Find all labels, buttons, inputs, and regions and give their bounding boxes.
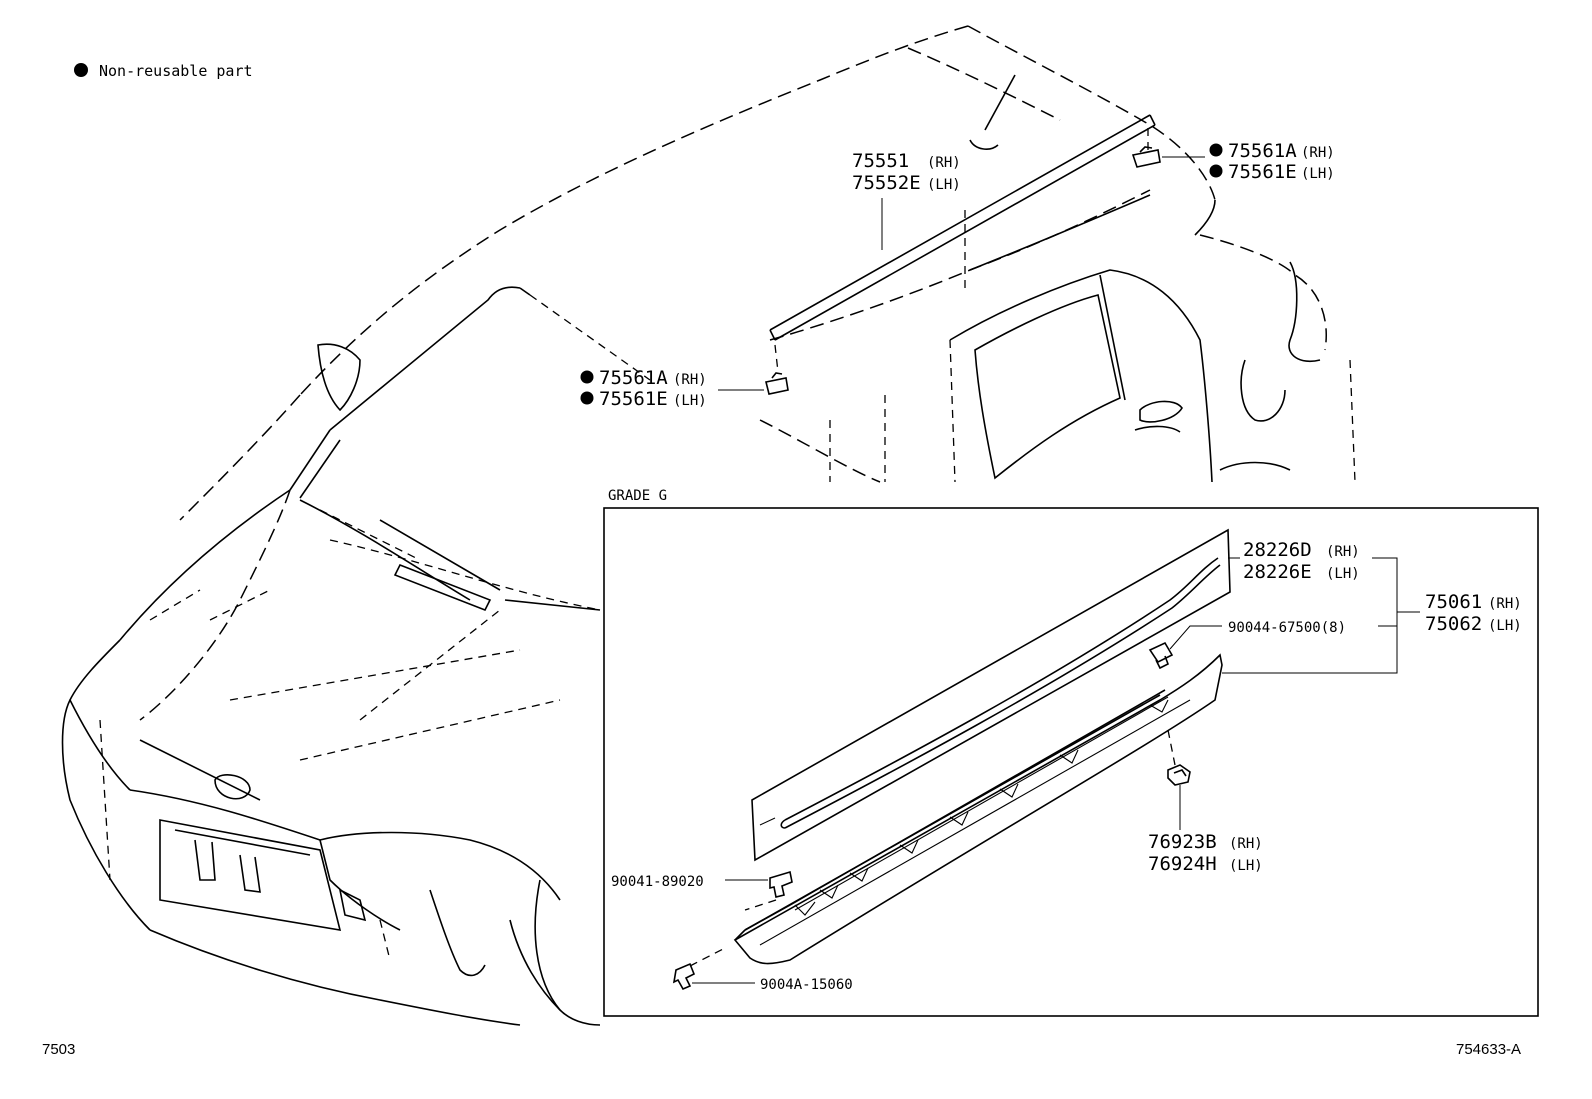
legend: Non-reusable part bbox=[74, 62, 253, 80]
rocker-molding-part bbox=[733, 653, 1223, 965]
non-reusable-bullet-icon bbox=[580, 370, 594, 384]
svg-text:(LH): (LH) bbox=[673, 393, 707, 409]
vehicle-outline bbox=[61, 25, 1356, 1026]
label-screw-front: 90041-89020 bbox=[611, 874, 704, 890]
non-reusable-bullet-icon bbox=[580, 391, 594, 405]
legend-text: Non-reusable part bbox=[99, 62, 253, 80]
label-assy-rh: 75061 bbox=[1425, 591, 1482, 613]
svg-text:(LH): (LH) bbox=[927, 177, 961, 193]
label-assy-lh: 75062 bbox=[1425, 613, 1482, 635]
label-clip-front: 75561A (RH) 75561E (LH) bbox=[580, 367, 707, 410]
label-stripe-rh: 28226D bbox=[1243, 539, 1312, 561]
svg-text:(LH): (LH) bbox=[1229, 858, 1263, 874]
svg-text:75561A: 75561A bbox=[599, 367, 668, 389]
label-roof-molding: 75551 (RH) 75552E (LH) bbox=[852, 150, 961, 194]
svg-text:75551: 75551 bbox=[852, 150, 909, 172]
inset-title: GRADE G bbox=[608, 488, 667, 504]
screw-90041-icon bbox=[769, 870, 793, 898]
svg-text:75552E: 75552E bbox=[852, 172, 921, 194]
svg-text:(RH): (RH) bbox=[673, 372, 707, 388]
label-screw-rear: 9004A-15060 bbox=[760, 977, 853, 993]
screw-9004A-icon bbox=[672, 962, 696, 991]
svg-text:75561A: 75561A bbox=[1228, 140, 1297, 162]
svg-text:(LH): (LH) bbox=[1326, 566, 1360, 582]
svg-text:(RH): (RH) bbox=[1301, 145, 1335, 161]
label-clip-end-rh: 76923B bbox=[1148, 831, 1217, 853]
clip-90044-icon bbox=[1148, 641, 1174, 670]
svg-text:75561E: 75561E bbox=[1228, 161, 1297, 183]
svg-text:(RH): (RH) bbox=[1488, 596, 1522, 612]
label-stripe-lh: 28226E bbox=[1243, 561, 1312, 583]
non-reusable-bullet-icon bbox=[74, 63, 88, 77]
roof-clip-front-icon bbox=[765, 372, 789, 395]
svg-text:(LH): (LH) bbox=[1301, 166, 1335, 182]
non-reusable-bullet-icon bbox=[1209, 143, 1223, 157]
svg-text:(LH): (LH) bbox=[1488, 618, 1522, 634]
page-code: 7503 bbox=[42, 1041, 75, 1058]
inset-grade-g: GRADE G bbox=[603, 488, 1539, 1017]
clip-76923-icon bbox=[1167, 764, 1191, 786]
stripe-tape-part bbox=[751, 528, 1231, 862]
svg-text:(RH): (RH) bbox=[927, 155, 961, 171]
label-clip-qty: 90044-67500(8) bbox=[1228, 620, 1346, 636]
roof-molding-part bbox=[769, 114, 1156, 373]
svg-text:(RH): (RH) bbox=[1326, 544, 1360, 560]
non-reusable-bullet-icon bbox=[1209, 164, 1223, 178]
figure-id: 754633-A bbox=[1456, 1041, 1521, 1058]
label-clip-rear: 75561A (RH) 75561E (LH) bbox=[1209, 140, 1335, 183]
svg-text:75561E: 75561E bbox=[599, 388, 668, 410]
svg-text:(RH): (RH) bbox=[1229, 836, 1263, 852]
label-clip-end-lh: 76924H bbox=[1148, 853, 1217, 875]
roof-clip-rear-icon bbox=[1131, 146, 1161, 168]
